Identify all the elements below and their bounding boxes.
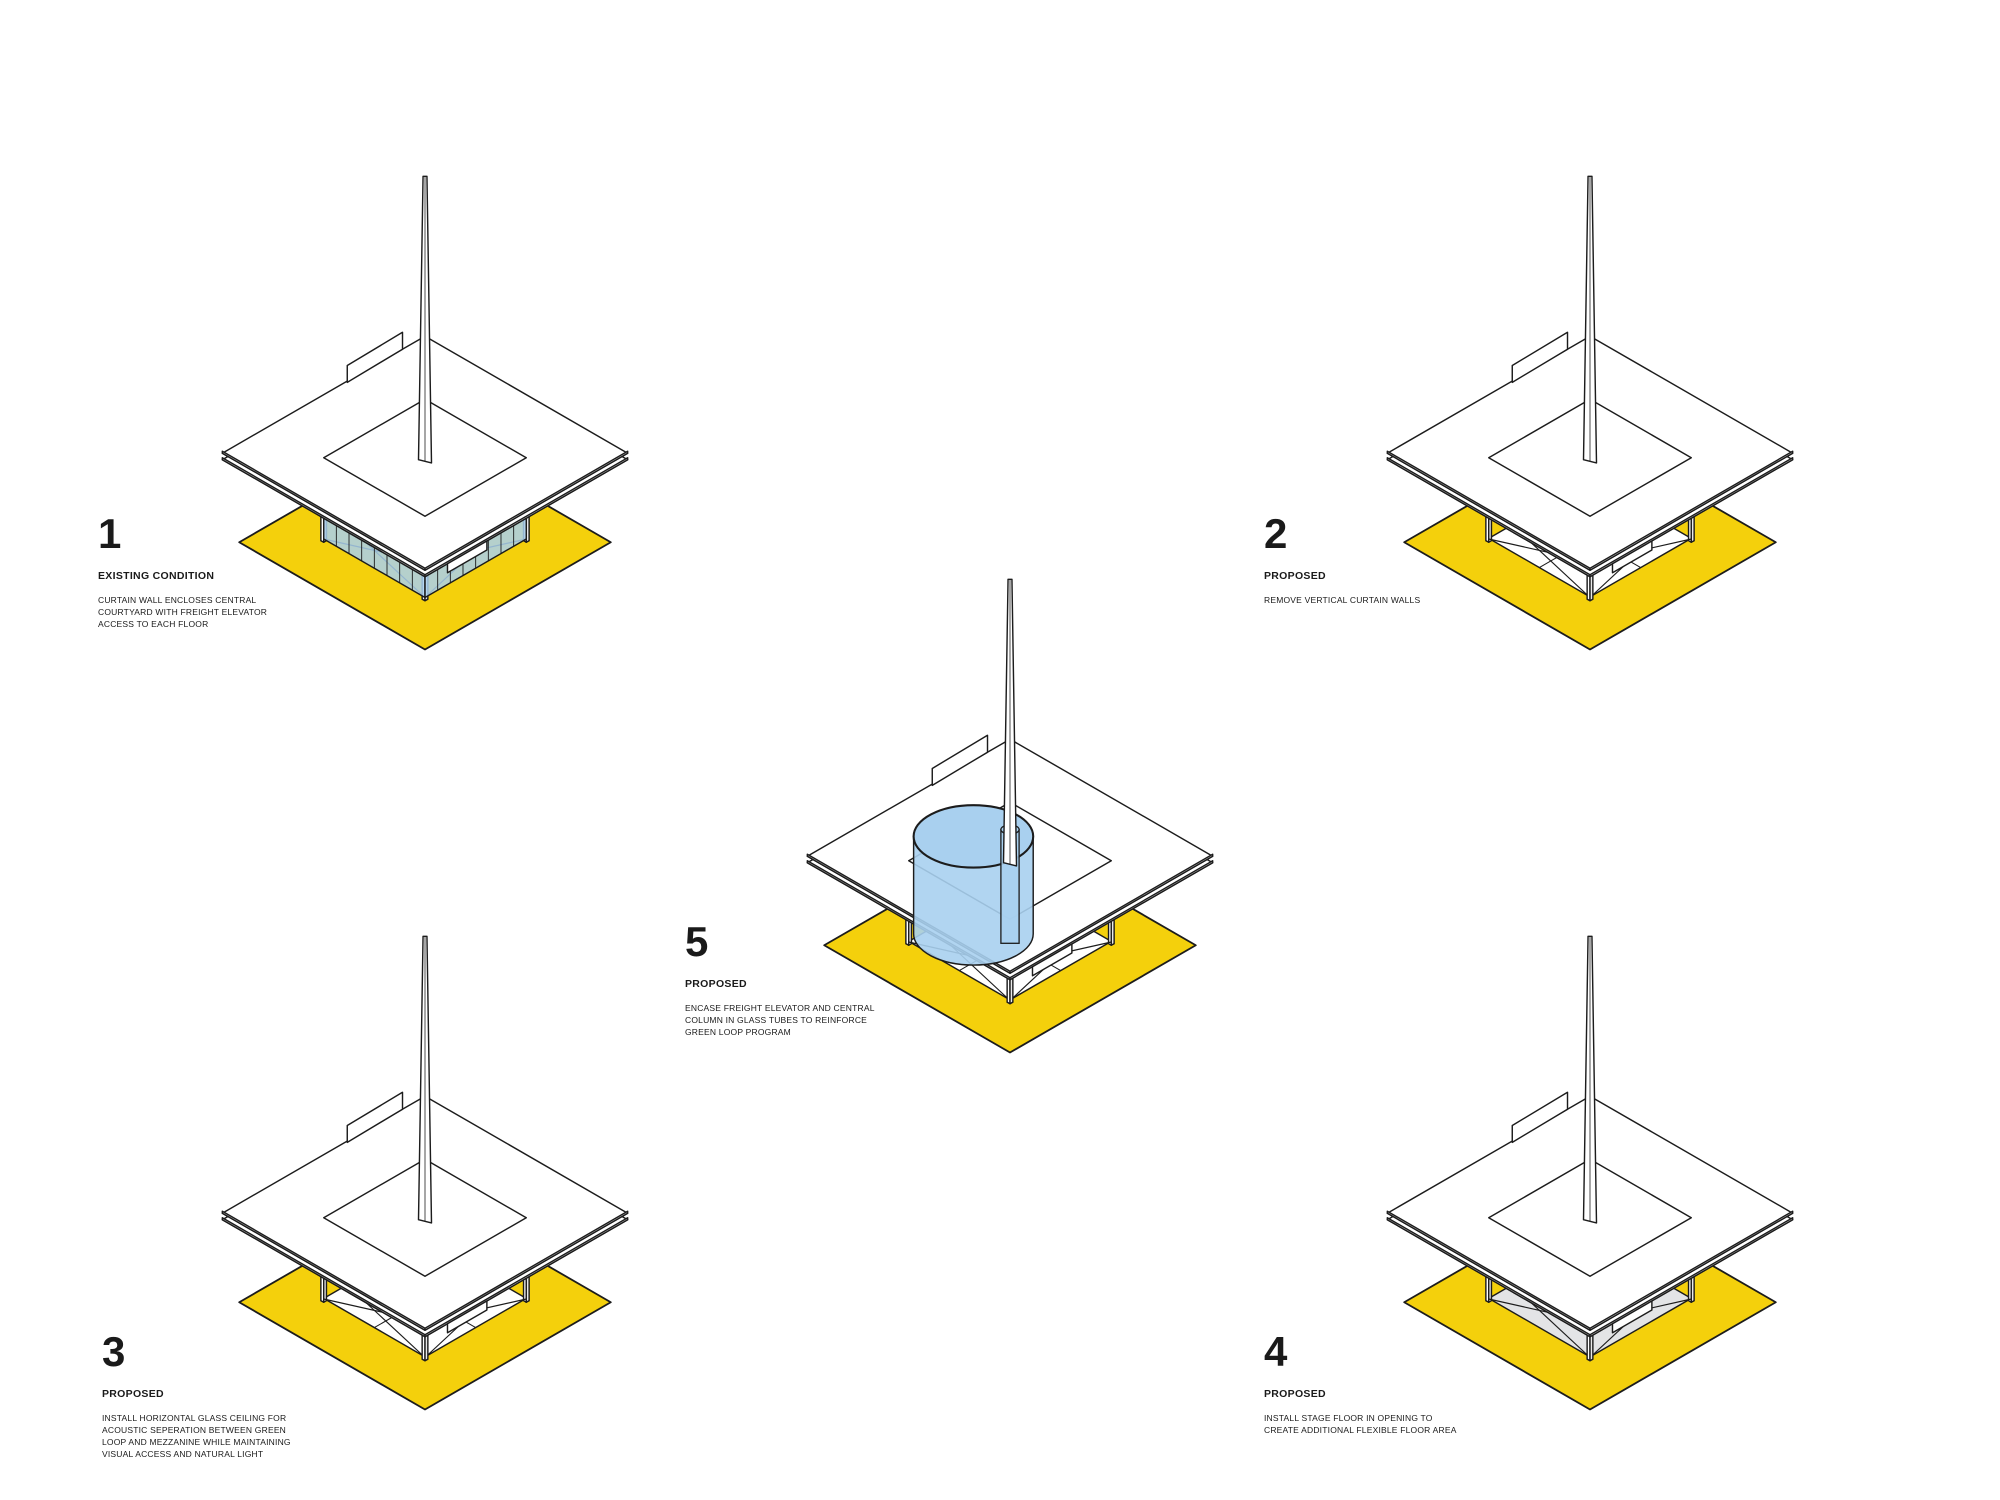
slab-opening <box>1488 398 1692 517</box>
diagram-step-5 <box>806 578 1214 1054</box>
caption-step-3: 3 PROPOSED INSTALL HORIZONTAL GLASS CEIL… <box>102 1328 402 1460</box>
upper-slab-edge <box>1009 853 1214 974</box>
step-heading: EXISTING CONDITION <box>98 570 215 582</box>
slab-opening <box>323 398 527 517</box>
parapet-fin <box>1511 1091 1569 1144</box>
step-description: INSTALL HORIZONTAL GLASS CEILING FOR ACO… <box>102 1413 291 1459</box>
diagram-step-2 <box>1386 175 1794 651</box>
step-description: REMOVE VERTICAL CURTAIN WALLS <box>1264 595 1421 605</box>
step-number: 4 <box>1264 1328 1288 1375</box>
step-number: 3 <box>102 1328 126 1375</box>
step-heading: PROPOSED <box>1264 1388 1326 1400</box>
upper-slab-edge <box>1589 450 1794 571</box>
parapet-fin <box>1611 1300 1653 1334</box>
slab-opening <box>1488 1158 1692 1277</box>
upper-slab-edge <box>424 450 629 571</box>
step-heading: PROPOSED <box>1264 570 1326 582</box>
parapet-fin <box>1031 943 1073 977</box>
caption-step-1: 1 EXISTING CONDITION CURTAIN WALL ENCLOS… <box>98 510 398 630</box>
caption-step-2: 2 PROPOSED REMOVE VERTICAL CURTAIN WALLS <box>1264 510 1564 606</box>
parapet-fin <box>1511 331 1569 384</box>
caption-step-5: 5 PROPOSED ENCASE FREIGHT ELEVATOR AND C… <box>685 918 985 1038</box>
step-heading: PROPOSED <box>102 1388 164 1400</box>
parapet-fin <box>446 540 488 574</box>
step-number: 1 <box>98 510 122 557</box>
diagram-step-3 <box>221 935 629 1411</box>
step-number: 5 <box>685 918 709 965</box>
step-number: 2 <box>1264 510 1288 557</box>
upper-slab-edge <box>424 1210 629 1331</box>
diagram-step-4 <box>1386 935 1794 1411</box>
slab-opening <box>323 1158 527 1277</box>
parapet-fin <box>346 331 404 384</box>
caption-step-4: 4 PROPOSED INSTALL STAGE FLOOR IN OPENIN… <box>1264 1328 1564 1436</box>
step-description: ENCASE FREIGHT ELEVATOR AND CENTRAL COLU… <box>685 1003 875 1037</box>
parapet-fin <box>446 1300 488 1334</box>
step-description: INSTALL STAGE FLOOR IN OPENING TO CREATE… <box>1264 1413 1457 1435</box>
upper-slab-edge <box>1589 1210 1794 1331</box>
parapet-fin <box>346 1091 404 1144</box>
step-heading: PROPOSED <box>685 978 747 990</box>
diagram-step-1 <box>221 175 629 651</box>
parapet-fin <box>931 734 989 787</box>
parapet-fin <box>1611 540 1653 574</box>
step-description: CURTAIN WALL ENCLOSES CENTRAL COURTYARD … <box>98 595 268 629</box>
